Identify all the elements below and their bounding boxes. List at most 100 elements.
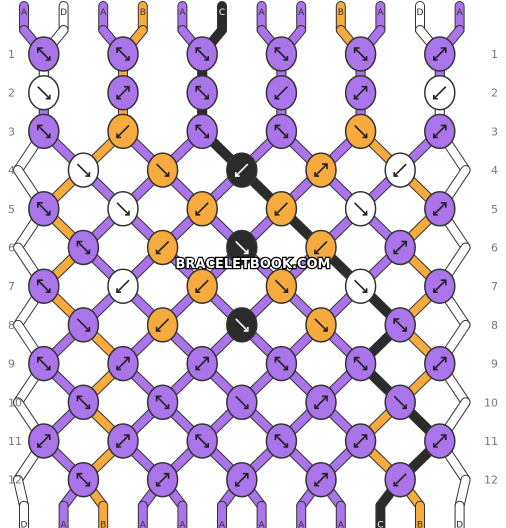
knot-arrow-icon (314, 318, 328, 332)
knot-r12-3 (226, 461, 258, 498)
knot-arrow-icon (354, 202, 368, 216)
knot-r4-4 (305, 152, 337, 188)
knot-arrow-icon (393, 163, 407, 177)
knot-arrow-icon (37, 434, 51, 448)
knot-arrow-icon (195, 279, 209, 293)
knot-arrow-icon (274, 86, 288, 100)
knot-r7-1 (28, 268, 60, 304)
knot-r10-4 (305, 384, 337, 421)
knot-r10-1 (67, 384, 100, 421)
knot-arrow-icon (116, 86, 130, 100)
knot-r6-2 (146, 229, 179, 266)
knot-r2-1 (28, 74, 60, 111)
knot-arrow-icon (235, 395, 249, 409)
knot-r6-5 (384, 229, 416, 266)
knot-r8-1 (67, 307, 100, 343)
row-label-right-12: 12 (484, 474, 498, 487)
knot-r2-6 (424, 74, 456, 111)
knot-arrow-icon (274, 202, 288, 216)
knot-arrow-icon (76, 395, 90, 409)
bottom-string-label: D (456, 521, 463, 528)
row-label-right-11: 11 (484, 435, 498, 448)
knot-r12-5 (384, 461, 416, 498)
knot-r4-5 (384, 152, 416, 188)
knot-arrow-icon (314, 473, 328, 487)
knot-r9-5 (344, 345, 377, 382)
knot-r11-1 (28, 423, 60, 459)
bottom-string-label: B (100, 521, 106, 528)
knot-arrow-icon (195, 86, 209, 100)
knot-arrow-icon (433, 47, 447, 61)
knot-r1-6 (424, 36, 456, 72)
knot-r1-5 (344, 36, 377, 72)
bottom-string-label: A (298, 521, 305, 528)
knot-r3-6 (424, 113, 456, 150)
knot-r7-6 (424, 268, 456, 304)
knot-r5-2 (107, 191, 139, 227)
top-string-label: A (377, 8, 384, 18)
knot-r7-5 (344, 268, 377, 304)
row-label-right-1: 1 (491, 48, 498, 61)
top-string-label: B (338, 8, 344, 18)
row-label-left-1: 1 (8, 48, 15, 61)
knot-arrow-icon (195, 202, 209, 216)
knot-r8-2 (146, 307, 179, 343)
knot-r6-4 (305, 229, 337, 266)
knot-r8-5 (384, 307, 416, 343)
knot-r3-4 (265, 113, 298, 150)
knot-r10-5 (384, 384, 416, 421)
knot-arrow-icon (433, 279, 447, 293)
row-label-right-10: 10 (484, 396, 498, 409)
row-label-left-5: 5 (8, 203, 15, 216)
bottom-string-label: A (179, 521, 186, 528)
bottom-string-label: C (377, 521, 383, 528)
row-label-right-7: 7 (491, 280, 498, 293)
knot-arrow-icon (235, 240, 249, 255)
knot-r1-2 (107, 36, 139, 72)
knot-arrow-icon (354, 47, 368, 61)
top-string-label: D (417, 8, 424, 18)
knot-arrow-icon (393, 395, 407, 409)
top-string-label: A (298, 8, 305, 18)
knot-r10-2 (146, 384, 179, 421)
knot-r3-3 (186, 113, 218, 150)
knot-r9-6 (424, 345, 456, 382)
knot-arrow-icon (156, 240, 170, 255)
knot-arrow-icon (76, 473, 90, 487)
knot-arrow-icon (156, 473, 170, 487)
knot-r8-3 (226, 307, 258, 343)
knot-arrow-icon (235, 473, 249, 487)
row-label-left-10: 10 (8, 396, 22, 409)
knot-r11-3 (186, 423, 218, 459)
knot-arrow-icon (433, 357, 447, 371)
bottom-string-label: A (140, 521, 147, 528)
knot-r4-3 (226, 152, 258, 188)
knot-r11-2 (107, 423, 139, 459)
knot-arrow-icon (235, 318, 249, 332)
knot-r7-3 (186, 268, 218, 304)
knot-r4-2 (146, 152, 179, 188)
knot-r4-1 (67, 152, 100, 188)
knot-arrow-icon (76, 240, 90, 255)
row-label-left-9: 9 (8, 358, 15, 371)
knot-arrow-icon (195, 124, 209, 138)
row-label-right-3: 3 (491, 125, 498, 138)
knot-r9-2 (107, 345, 139, 382)
knot-arrow-icon (156, 395, 170, 409)
knot-arrow-icon (393, 240, 407, 255)
knot-r1-4 (265, 36, 298, 72)
row-label-left-2: 2 (8, 87, 15, 100)
row-label-right-4: 4 (491, 164, 498, 177)
knot-r11-5 (344, 423, 377, 459)
knot-r7-4 (265, 268, 298, 304)
bottom-string-label: A (259, 521, 266, 528)
knot-arrow-icon (76, 318, 90, 332)
knot-r1-1 (28, 36, 60, 72)
row-label-right-5: 5 (491, 203, 498, 216)
knot-arrow-icon (195, 357, 209, 371)
knot-r9-4 (265, 345, 298, 382)
knot-r12-1 (67, 461, 100, 498)
knot-r3-5 (344, 113, 377, 150)
row-label-left-7: 7 (8, 280, 15, 293)
